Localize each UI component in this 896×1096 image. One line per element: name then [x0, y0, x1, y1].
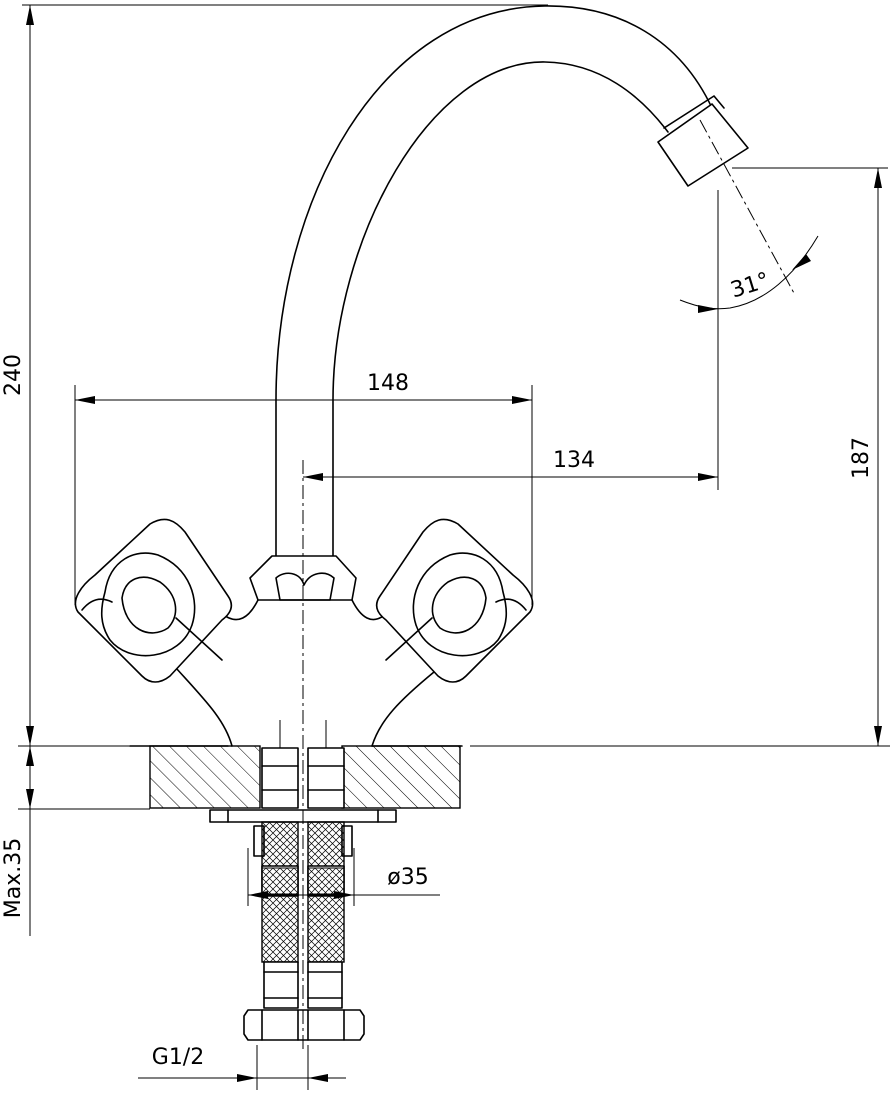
dimension-spray-angle-label: 31° [728, 268, 773, 303]
dimension-handle-span: 148 [74, 371, 533, 605]
right-handle [375, 518, 534, 683]
union-nut [243, 1009, 365, 1041]
dimension-overall-height-label: 240 [1, 354, 26, 396]
dimension-connection-thread-label: G1/2 [152, 1045, 204, 1070]
dimension-spout-reach-label: 134 [553, 448, 595, 473]
dimension-spout-reach: 134 [303, 190, 719, 490]
spout [275, 5, 796, 557]
dimension-overall-height: 240 [1, 4, 548, 746]
dimension-outlet-height-label: 187 [849, 437, 874, 479]
dimension-connection-thread: G1/2 [138, 1045, 346, 1090]
dimension-countertop-thickness-label: Max.35 [1, 838, 26, 918]
countertop [129, 745, 890, 810]
dimension-hole-diameter-label: ø35 [387, 865, 428, 890]
mounting-assembly [209, 747, 397, 1041]
dimension-countertop-thickness: Max.35 [1, 745, 130, 936]
center-lines [279, 460, 327, 1050]
left-handle [74, 518, 233, 683]
dimension-handle-span-label: 148 [367, 371, 409, 396]
dimension-hole-diameter: ø35 [247, 848, 440, 906]
dimension-spray-angle: 31° [679, 235, 819, 313]
dimension-outlet-height: 187 [732, 167, 888, 746]
aerator [657, 103, 749, 187]
